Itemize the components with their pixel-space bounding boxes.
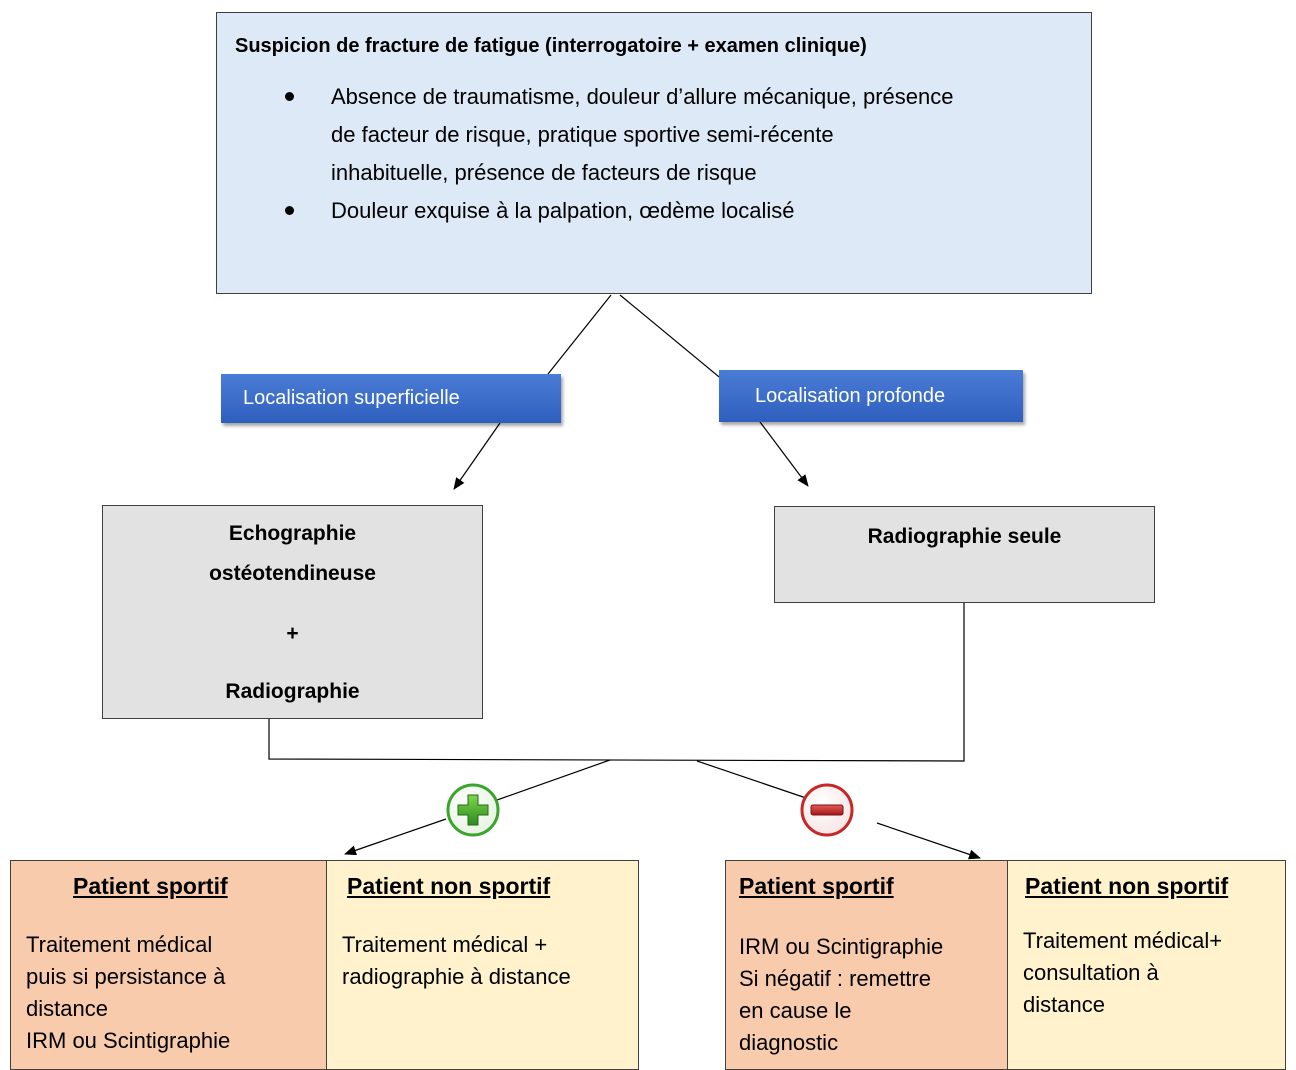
bullet-line: de facteur de risque, pratique sportive …	[331, 122, 834, 147]
negative-sportif-head: Patient sportif	[739, 873, 894, 899]
echo-line: ostéotendineuse	[209, 562, 376, 585]
positive-non-sportif-head: Patient non sportif	[347, 873, 551, 899]
positive-non-sportif-line: radiographie à distance	[342, 964, 571, 989]
positive-sportif-line: distance	[26, 996, 108, 1021]
negative-sportif-line: diagnostic	[739, 1030, 839, 1055]
tag-label: Localisation superficielle	[243, 387, 460, 409]
positive-non-sportif-cell: Patient non sportif Traitement médical +…	[326, 860, 639, 1070]
positive-sportif-line: IRM ou Scintigraphie	[26, 1028, 231, 1053]
negative-sportif-line: en cause le	[739, 998, 852, 1023]
bullet-item: Douleur exquise à la palpation, œdème lo…	[285, 192, 1091, 230]
positive-sportif-line: puis si persistance à	[26, 964, 226, 989]
top-bullets: Absence de traumatisme, douleur d’allure…	[235, 78, 1091, 230]
tag-localisation-profonde: Localisation profonde	[719, 370, 1023, 422]
bullet-line: inhabituelle, présence de facteurs de ri…	[331, 160, 757, 185]
top-title: Suspicion de fracture de fatigue (interr…	[235, 35, 867, 57]
box-echographie: Echographie ostéotendineuse + Radiograph…	[102, 505, 483, 719]
echo-line: Echographie	[228, 522, 357, 545]
arrow-to-radio	[759, 421, 809, 487]
positive-sportif-cell: Patient sportif Traitement médical puis …	[10, 860, 327, 1070]
negative-non-sportif-line: consultation à	[1023, 960, 1159, 985]
echo-plus: +	[286, 622, 299, 645]
tag-label: Localisation profonde	[755, 384, 946, 407]
box-radiographie-seule: Radiographie seule	[774, 506, 1155, 603]
negative-non-sportif-line: Traitement médical+	[1023, 928, 1223, 953]
arrow-minus-to-table	[876, 822, 981, 860]
bracket-line	[268, 603, 965, 762]
positive-sportif-line: Traitement médical	[26, 932, 213, 957]
bullet-item: Absence de traumatisme, douleur d’allure…	[285, 78, 1091, 192]
radio-label: Radiographie seule	[867, 525, 1062, 548]
negative-non-sportif-cell: Patient non sportif Traitement médical+ …	[1007, 860, 1286, 1070]
negative-sportif-line: Si négatif : remettre	[739, 966, 931, 991]
positive-sportif-head: Patient sportif	[73, 873, 228, 899]
bullet-line: Absence de traumatisme, douleur d’allure…	[331, 84, 954, 109]
negative-sportif-line: IRM ou Scintigraphie	[739, 934, 944, 959]
plus-circle-icon	[446, 783, 500, 837]
echo-line: Radiographie	[225, 680, 360, 703]
bullet-icon	[285, 92, 294, 101]
negative-non-sportif-head: Patient non sportif	[1025, 873, 1229, 899]
line-to-plus	[496, 759, 611, 801]
bullet-icon	[285, 206, 294, 215]
arrow-to-echo	[453, 422, 501, 490]
minus-circle-icon	[800, 783, 854, 837]
negative-non-sportif-line: distance	[1023, 992, 1105, 1017]
arrow-plus-to-table	[344, 818, 447, 856]
bullet-line: Douleur exquise à la palpation, œdème lo…	[331, 198, 795, 223]
line-to-minus	[696, 760, 807, 799]
positive-non-sportif-line: Traitement médical +	[342, 932, 548, 957]
tag-localisation-superficielle: Localisation superficielle	[221, 374, 561, 423]
top-box: Suspicion de fracture de fatigue (interr…	[216, 12, 1092, 294]
negative-sportif-cell: Patient sportif IRM ou Scintigraphie Si …	[725, 860, 1008, 1070]
line-top-to-superficial	[547, 294, 612, 375]
